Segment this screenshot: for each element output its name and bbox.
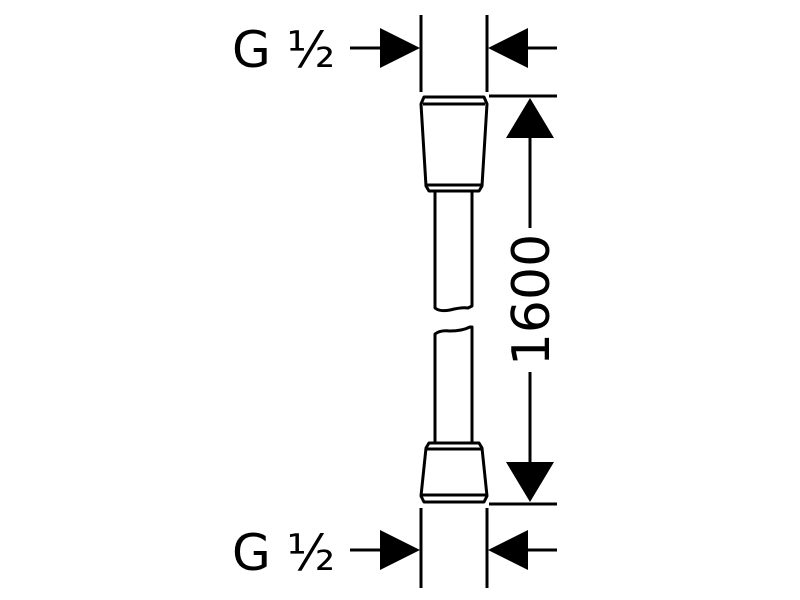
arrow-left-icon [488, 530, 528, 570]
arrow-left-icon [488, 28, 528, 68]
top-thread-label: G ½ [232, 21, 335, 79]
arrow-right-icon [380, 28, 420, 68]
hose-lower [433, 325, 474, 443]
top-connector [419, 95, 489, 193]
bottom-connector [419, 441, 489, 504]
arrow-up-icon [506, 98, 554, 138]
bottom-thread-label: G ½ [232, 524, 335, 582]
arrow-right-icon [380, 530, 420, 570]
hose-upper [433, 191, 474, 313]
length-dimension-label: 1600 [502, 234, 562, 366]
arrow-down-icon [506, 462, 554, 502]
